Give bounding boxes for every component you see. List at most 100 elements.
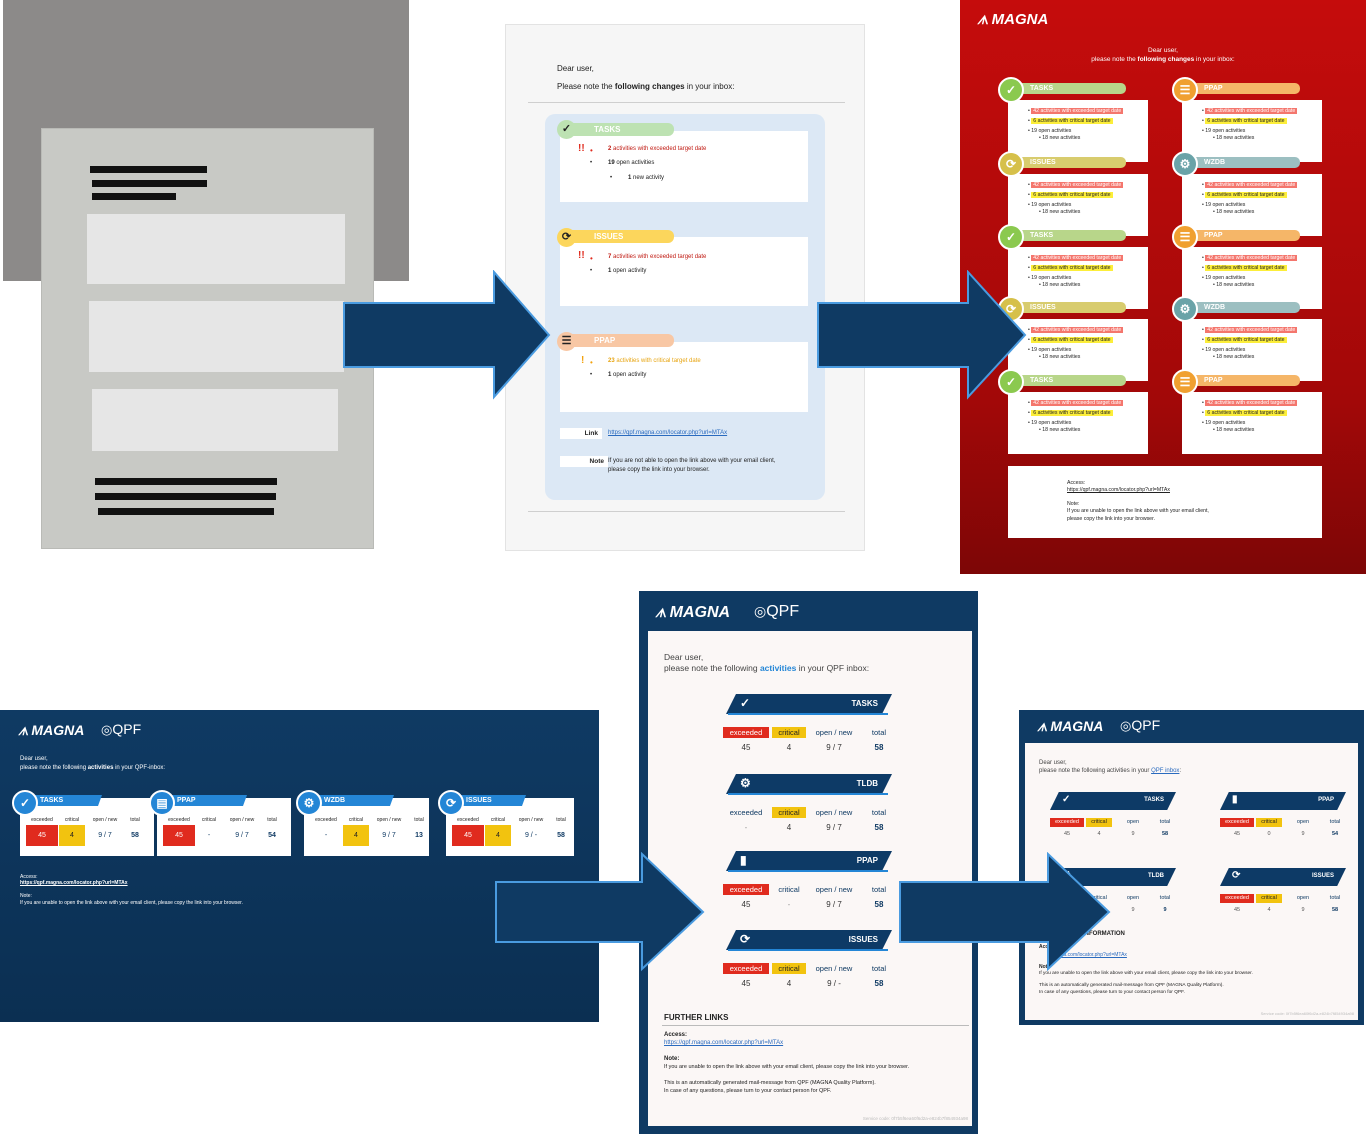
cell-open: 9 xyxy=(1131,831,1135,837)
column-header: total xyxy=(871,808,887,817)
column-header: open / new xyxy=(815,964,853,973)
mail-draft-compact: ᗑ MAGNA ◎QPF Dear user, please note the … xyxy=(1019,710,1364,1025)
arrow-2-to-3 xyxy=(817,270,1027,400)
mail-draft-wide: ᗑ MAGNA ◎QPF Dear user, please note the … xyxy=(0,710,599,1022)
cell-critical: 4 xyxy=(343,825,369,846)
column-header: critical xyxy=(778,885,800,894)
cell-total: 58 xyxy=(557,832,565,839)
cell-open: 9 / 7 xyxy=(826,900,842,909)
column-header: exceeded xyxy=(315,817,337,823)
wzdb-icon: ⚙ xyxy=(1172,296,1198,322)
card-title-bar: ISSUES⟳ xyxy=(1220,868,1346,886)
section-title: PPAP xyxy=(856,856,878,865)
check-icon: ✓ xyxy=(12,790,38,816)
card-title: PPAP xyxy=(1318,797,1334,803)
ppap-title: PPAP xyxy=(566,334,674,347)
column-header: critical xyxy=(772,807,806,818)
line-exceeded: • 42 activities with exceeded target dat… xyxy=(1028,108,1124,114)
access-url[interactable]: magna.com/locator.php?url=MTAx xyxy=(1051,952,1127,958)
column-header: total xyxy=(1159,895,1171,901)
text-line xyxy=(90,166,207,173)
link-label: Link xyxy=(560,428,602,439)
line-critical: • 6 activities with critical target date xyxy=(1202,192,1287,198)
line-critical: • 6 activities with critical target date xyxy=(1202,410,1287,416)
column-header: total xyxy=(1329,819,1341,825)
line-critical: • 6 activities with critical target date xyxy=(1028,337,1113,343)
column-header: open xyxy=(1296,895,1310,901)
cell-critical: - xyxy=(787,900,791,909)
accent-line xyxy=(728,870,888,872)
column-header: exceeded xyxy=(1050,818,1084,827)
tasks-card xyxy=(560,131,808,202)
column-header: open xyxy=(1296,819,1310,825)
mail-body: Dear user, please note the following act… xyxy=(648,631,972,1126)
column-header: open xyxy=(1126,819,1140,825)
ppap-icon: ☰ xyxy=(1172,77,1198,103)
line-new: • 18 new activities xyxy=(1039,427,1081,433)
cell-critical: 4 xyxy=(1097,831,1101,837)
information-title: INFORMATION xyxy=(1083,931,1125,937)
ppap-line-2: 1 open activity xyxy=(608,372,647,378)
line-open: • 19 open activities xyxy=(1028,275,1072,281)
card-title: WZDB xyxy=(1174,302,1300,313)
line-critical: • 6 activities with critical target date xyxy=(1028,410,1113,416)
greeting: Dear user, xyxy=(20,756,48,762)
magna-logo: ᗑ MAGNA xyxy=(655,604,731,621)
issues-title: ISSUES xyxy=(566,230,674,243)
bullet: • xyxy=(590,160,593,166)
link-url[interactable]: https://qpf.magna.com/locator.php?url=MT… xyxy=(608,430,728,436)
cell-total: 58 xyxy=(874,979,884,988)
cell-exceeded: 45 xyxy=(741,979,751,988)
cell-exceeded: - xyxy=(744,823,748,832)
line-open: • 19 open activities xyxy=(1202,128,1246,134)
line-open: • 19 open activities xyxy=(1202,202,1246,208)
line-new: • 18 new activities xyxy=(1213,354,1255,360)
note-label: Note xyxy=(560,456,608,467)
alert-icon: !! xyxy=(578,250,585,261)
column-header: open xyxy=(1126,895,1140,901)
column-header: critical xyxy=(490,817,506,823)
cell-total: 58 xyxy=(1161,831,1169,837)
cell-total: 58 xyxy=(131,832,139,839)
column-header: exceeded xyxy=(31,817,53,823)
line-exceeded: • 42 activities with exceeded target dat… xyxy=(1202,255,1298,261)
line-open: • 19 open activities xyxy=(1028,128,1072,134)
line-open: • 19 open activities xyxy=(1202,420,1246,426)
line-critical: • 6 activities with critical target date xyxy=(1028,265,1113,271)
note-line-2: please copy the link into your browser. xyxy=(608,467,710,473)
bullet: • xyxy=(590,358,593,367)
cell-total: 54 xyxy=(1331,831,1339,837)
qpf-logo: ◎QPF xyxy=(754,603,800,620)
cell-exceeded: 45 xyxy=(452,825,484,846)
cell-critical: 4 xyxy=(786,823,792,832)
cell-total: 58 xyxy=(874,823,884,832)
column-header: total xyxy=(871,964,887,973)
column-header: exceeded xyxy=(1220,894,1254,903)
note-line-1: If you are unable to open the link above… xyxy=(1067,508,1209,514)
column-header: critical xyxy=(64,817,80,823)
bullet: • xyxy=(590,372,593,378)
content-block xyxy=(87,214,345,284)
greeting: Dear user, xyxy=(1148,47,1178,54)
card-title: TASKS xyxy=(1144,797,1164,803)
column-header: open / new xyxy=(376,817,402,823)
column-header: exceeded xyxy=(457,817,479,823)
issues-line-2: 1 open activity xyxy=(608,268,647,274)
column-header: critical xyxy=(772,963,806,974)
section-title: TASKS xyxy=(851,699,878,708)
line-exceeded: • 42 activities with exceeded target dat… xyxy=(1202,400,1298,406)
access-url[interactable]: https://qpf.magna.com/locator.php?url=MT… xyxy=(1067,487,1170,493)
cell-critical: - xyxy=(207,832,211,839)
column-header: open / new xyxy=(815,728,853,737)
column-header: critical xyxy=(772,727,806,738)
bullet: • xyxy=(610,175,613,181)
cell-total: 13 xyxy=(415,832,423,839)
line-critical: • 6 activities with critical target date xyxy=(1202,337,1287,343)
section-title-bar: TLDB⚙ xyxy=(726,774,892,794)
cell-open: 9 / 7 xyxy=(826,823,842,832)
cell-open: 9 / 7 xyxy=(235,832,249,839)
access-url[interactable]: https://qpf.magna.com/locator.php?url=MT… xyxy=(20,880,128,886)
access-url[interactable]: https://qpf.magna.com/locator.php?url=MT… xyxy=(664,1040,784,1046)
document-icon: ▤ xyxy=(149,790,175,816)
